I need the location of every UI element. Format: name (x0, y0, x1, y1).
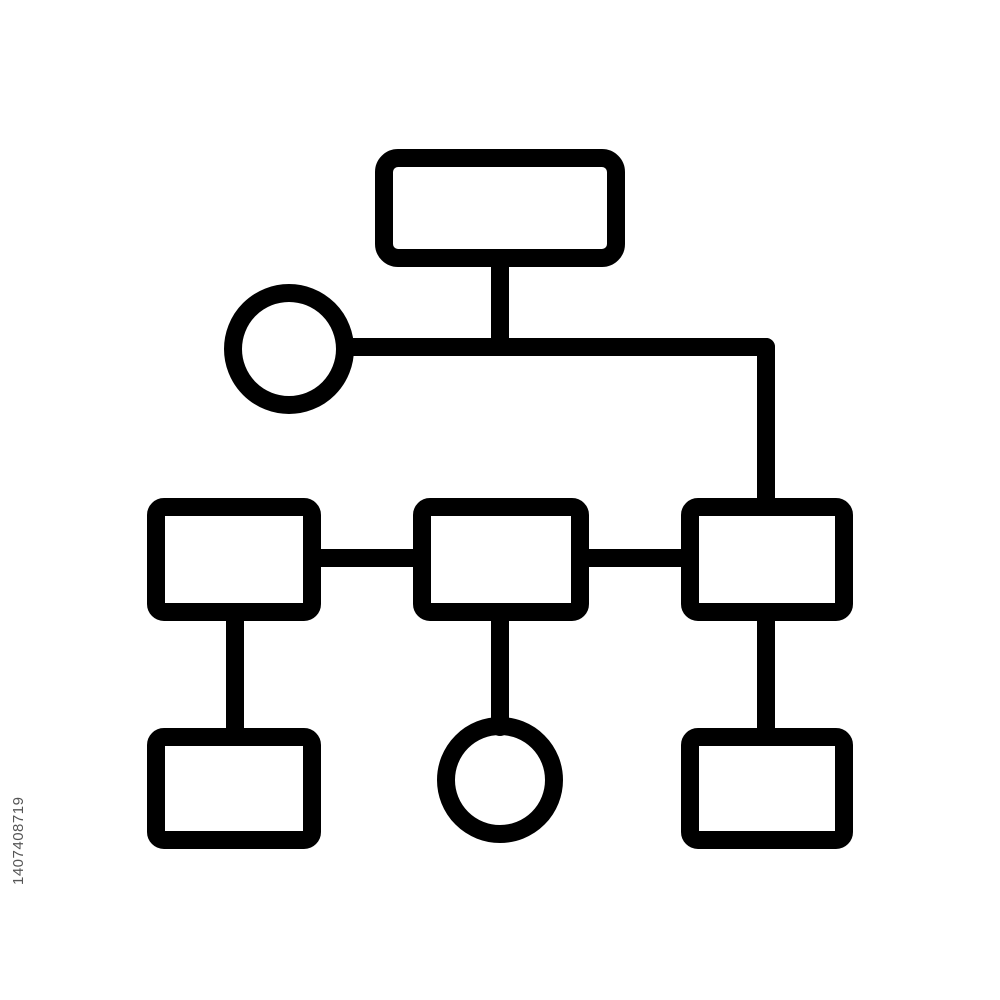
node-top-box (375, 149, 625, 267)
node-mid-right-box (681, 498, 853, 621)
stock-id-label: 1407408719 (10, 796, 27, 885)
node-left-circle (224, 284, 354, 414)
node-bottom-left-box (147, 728, 321, 849)
node-mid-left-box (147, 498, 321, 621)
node-bottom-right-box (681, 728, 853, 849)
node-mid-center-box (413, 498, 589, 621)
node-bottom-center-circle (437, 717, 563, 843)
